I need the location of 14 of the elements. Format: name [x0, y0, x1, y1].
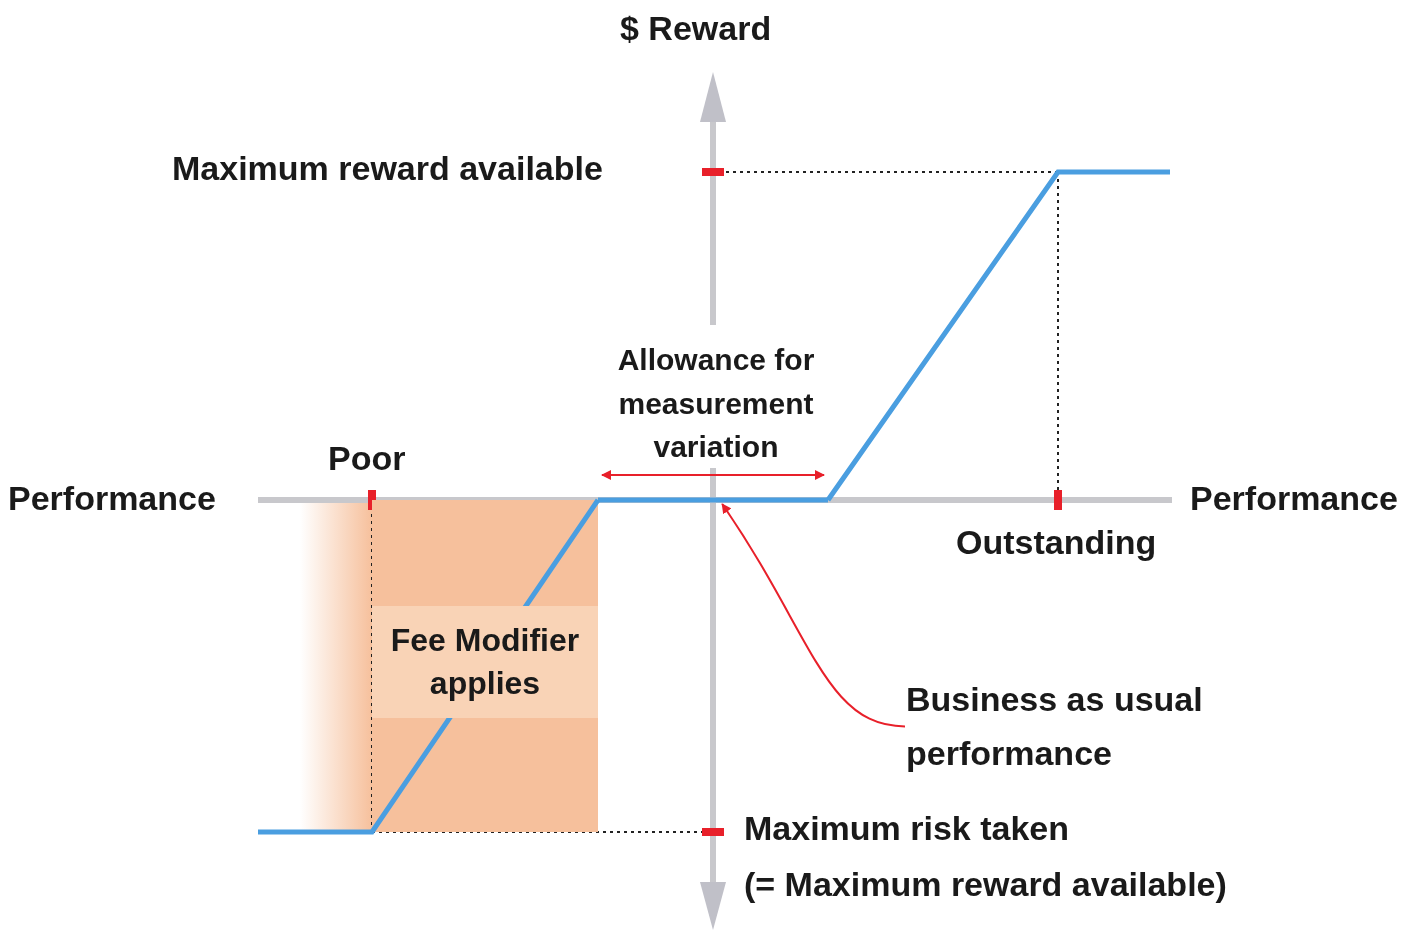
- shaded-region: [372, 500, 598, 832]
- axis-value-label: Outstanding: [956, 522, 1157, 563]
- axis-value-label: Maximum reward available: [172, 148, 603, 189]
- dimension-label: Allowance for measurement variation: [616, 342, 816, 465]
- leader-line: [721, 503, 906, 728]
- axis-value-label: (= Maximum reward available): [744, 864, 1227, 905]
- axis-value-label: Poor: [328, 438, 406, 479]
- region-label: Fee Modifier applies: [372, 606, 598, 718]
- axis-title: Performance: [1190, 478, 1398, 519]
- axis-title: Performance: [8, 478, 216, 519]
- axis-title: $ Reward: [620, 8, 772, 49]
- axis-value-label: Maximum risk taken: [744, 808, 1070, 849]
- flat-curve-segment: [598, 497, 828, 503]
- annotation-text: Business as usual performance: [906, 672, 1246, 781]
